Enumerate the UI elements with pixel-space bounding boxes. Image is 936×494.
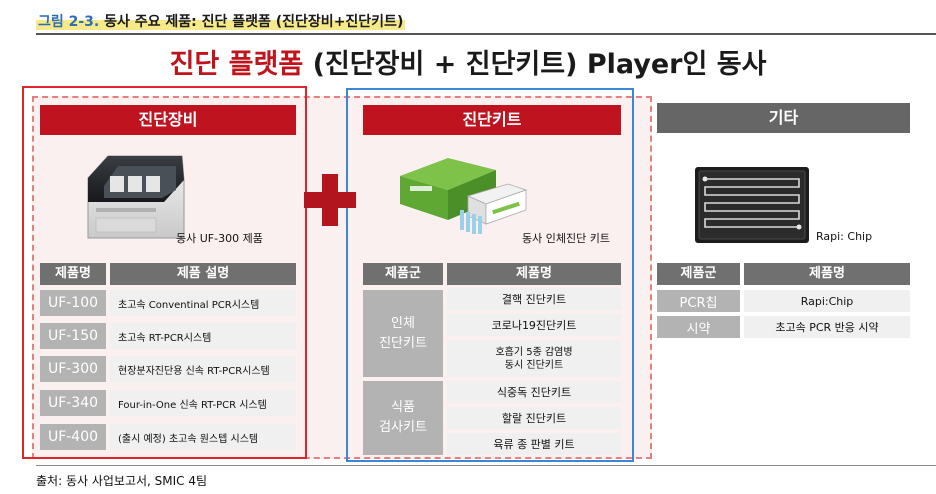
equipment-desc: Four-in-One 신속 RT-PCR 시스템 <box>110 390 296 416</box>
kit-frame <box>346 88 634 462</box>
equipment-desc: 초고속 Conventinal PCR시스템 <box>110 290 296 316</box>
equipment-desc: 초고속 RT-PCR시스템 <box>110 323 296 349</box>
other-title: 기타 <box>657 103 910 133</box>
kit-header-group: 제품군 <box>363 263 443 285</box>
kit-item: 식중독 진단키트 <box>447 381 621 403</box>
equipment-code: UF-340 <box>40 390 106 416</box>
headline: 진단 플랫폼 (진단장비 + 진단키트) Player인 동사 <box>0 42 936 81</box>
kit-item: 육류 종 판별 키트 <box>447 433 621 455</box>
other-group: PCR칩 <box>657 290 740 312</box>
equipment-code: UF-100 <box>40 290 106 316</box>
equipment-frame <box>22 86 307 459</box>
kit-item: 할랄 진단키트 <box>447 407 621 429</box>
caption-rule <box>36 33 936 35</box>
other-header-name: 제품명 <box>744 263 910 285</box>
headline-black: (진단장비 + 진단키트) Player인 동사 <box>303 49 767 80</box>
footer-rule <box>36 465 936 466</box>
kit-title: 진단키트 <box>363 105 621 135</box>
other-image-label: Rapi: Chip <box>816 230 873 243</box>
kit-item: 코로나19진단키트 <box>447 314 621 336</box>
figure-caption-text: 동사 주요 제품: 진단 플랫폼 (진단장비+진단키트) <box>99 14 404 30</box>
kit-image-label: 동사 인체진단 키트 <box>522 232 610 245</box>
other-name: Rapi:Chip <box>744 290 910 312</box>
figure-label: 그림 2-3. <box>38 14 100 30</box>
equipment-code: UF-300 <box>40 356 106 382</box>
headline-red: 진단 플랫폼 <box>169 49 304 80</box>
equipment-header-name: 제품명 <box>40 263 106 285</box>
rapi-chip-image <box>695 167 809 243</box>
equipment-code: UF-400 <box>40 424 106 450</box>
equipment-title: 진단장비 <box>40 105 296 135</box>
equipment-image-label: 동사 UF-300 제품 <box>176 232 263 245</box>
kit-image <box>400 158 528 234</box>
other-group: 시약 <box>657 316 740 338</box>
uf300-device-image <box>87 155 185 239</box>
kit-group: 식품 검사키트 <box>363 381 443 455</box>
kit-item: 결핵 진단키트 <box>447 288 621 310</box>
kit-group: 인체 진단키트 <box>363 290 443 377</box>
equipment-header-desc: 제품 설명 <box>110 263 296 285</box>
other-name: 초고속 PCR 반응 시약 <box>744 316 910 338</box>
source-note: 출처: 동사 사업보고서, SMIC 4팀 <box>36 474 208 488</box>
kit-header-name: 제품명 <box>447 263 621 285</box>
other-header-group: 제품군 <box>657 263 740 285</box>
plus-icon <box>304 174 356 226</box>
figure-caption: 그림 2-3. 동사 주요 제품: 진단 플랫폼 (진단장비+진단키트) <box>36 11 406 31</box>
equipment-code: UF-150 <box>40 323 106 349</box>
equipment-desc: 현장분자진단용 신속 RT-PCR시스템 <box>110 356 296 382</box>
equipment-desc: (출시 예정) 초고속 원스텝 시스템 <box>110 424 296 450</box>
kit-item: 호흡기 5종 감염병 동시 진단키트 <box>447 340 621 377</box>
